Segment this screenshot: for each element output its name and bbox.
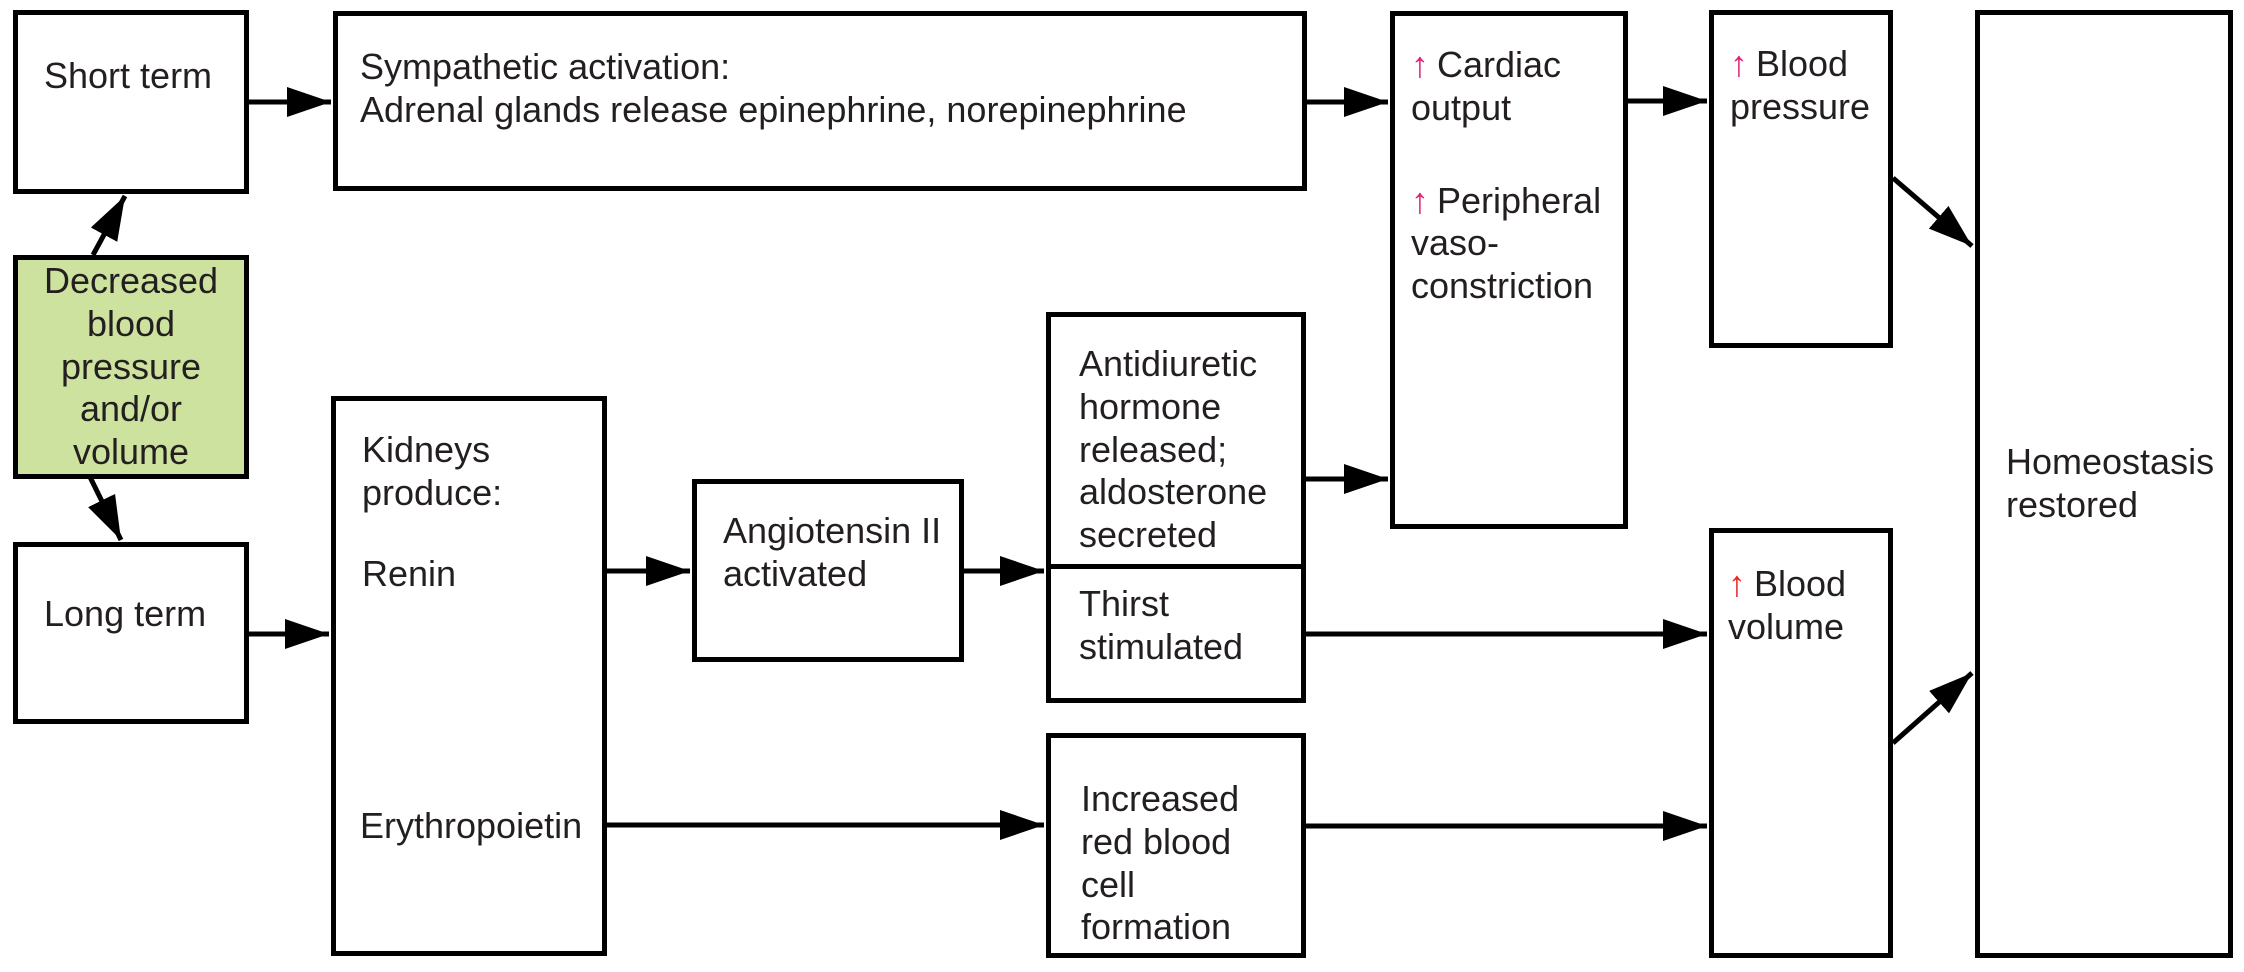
node-label: Antidiuretic hormone released; aldostero… xyxy=(1079,343,1268,556)
node-label: Increased red blood cell formation xyxy=(1081,778,1240,948)
node-label: Short term xyxy=(44,55,213,96)
node-sympathetic-activation: Sympathetic activation: Adrenal glands r… xyxy=(333,11,1307,191)
edge-trigger-to-long-term xyxy=(87,475,124,542)
node-rbc-formation: Increased red blood cell formation xyxy=(1046,733,1306,958)
increase-arrow-icon: ↑ xyxy=(1728,563,1746,604)
increase-arrow-icon: ↑ xyxy=(1411,179,1429,221)
node-label: Peripheral vaso-constriction xyxy=(1411,179,1602,307)
node-blood-pressure: ↑Blood pressure xyxy=(1709,10,1893,348)
node-label: Homeostasis restored xyxy=(2006,441,2215,525)
node-angiotensin-activated: Angiotensin II activated xyxy=(692,479,964,662)
sympathetic-line1: Sympathetic activation: xyxy=(360,46,731,87)
kidneys-product-renin: Renin xyxy=(362,553,457,594)
node-adh-thirst: Antidiuretic hormone released; aldostero… xyxy=(1046,312,1306,703)
node-thirst-stimulated: Thirst stimulated xyxy=(1051,569,1301,669)
node-blood-volume: ↑Blood volume xyxy=(1709,528,1893,958)
cardiac-output-entry: ↑Cardiac output xyxy=(1411,44,1617,130)
node-label: Long term xyxy=(44,593,207,634)
increase-arrow-icon: ↑ xyxy=(1730,43,1748,84)
node-decreased-bp-volume: Decreased blood pressure and/or volume xyxy=(13,255,249,479)
node-cardiac-peripheral: ↑Cardiac output ↑Peripheral vaso-constri… xyxy=(1390,11,1628,529)
increase-arrow-icon: ↑ xyxy=(1411,44,1429,85)
node-label: Thirst stimulated xyxy=(1079,583,1244,667)
node-label: Blood volume xyxy=(1728,563,1847,647)
node-kidneys-produce: Kidneys produce: Renin Erythropoietin xyxy=(331,396,607,956)
kidneys-intro: Kidneys produce: xyxy=(362,429,503,513)
node-label: Angiotensin II activated xyxy=(723,510,942,594)
node-label: Cardiac output xyxy=(1411,44,1562,128)
peripheral-vasoconstriction-entry: ↑Peripheral vaso-constriction xyxy=(1411,180,1617,308)
node-short-term: Short term xyxy=(13,10,249,194)
node-label: Blood pressure xyxy=(1730,43,1871,127)
edge-blood-pressure-to-homeostasis xyxy=(1891,176,1974,248)
edge-blood-volume-to-homeostasis xyxy=(1891,671,1974,745)
edge-trigger-to-short-term xyxy=(90,194,128,257)
sympathetic-line2: Adrenal glands release epinephrine, nore… xyxy=(360,88,1187,130)
node-long-term: Long term xyxy=(13,542,249,724)
node-label: Decreased blood pressure and/or volume xyxy=(43,259,219,473)
node-homeostasis-restored: Homeostasis restored xyxy=(1975,10,2233,958)
kidneys-product-erythropoietin: Erythropoietin xyxy=(360,805,583,846)
node-adh-released: Antidiuretic hormone released; aldostero… xyxy=(1051,317,1301,569)
